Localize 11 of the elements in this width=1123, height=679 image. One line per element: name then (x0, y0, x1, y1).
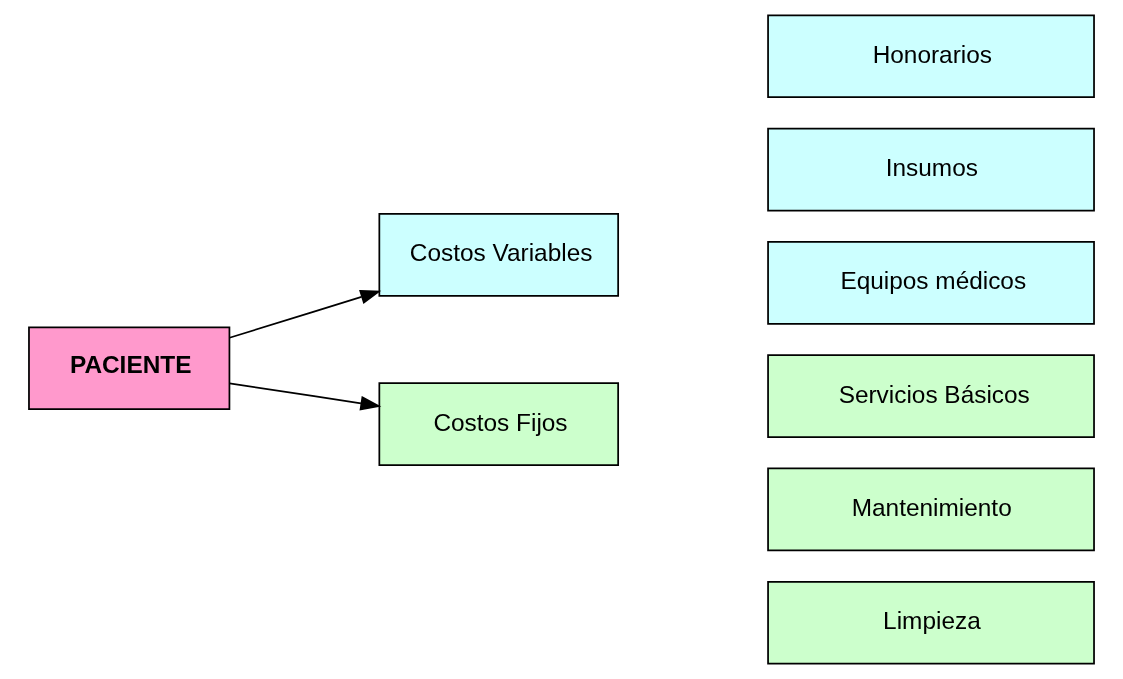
node-box: Honorarios (767, 14, 1095, 99)
node-box: Servicios Básicos (767, 354, 1095, 438)
arrow (228, 290, 382, 339)
node-box: PACIENTE (28, 326, 231, 411)
node-box: Equipos médicos (767, 241, 1095, 325)
node-box: Costos Fijos (378, 382, 619, 466)
node-box: Mantenimiento (767, 467, 1095, 552)
node-box: Insumos (767, 127, 1095, 212)
node-box: Limpieza (767, 580, 1095, 665)
node-box: Costos Variables (378, 213, 619, 297)
arrow (228, 382, 382, 411)
